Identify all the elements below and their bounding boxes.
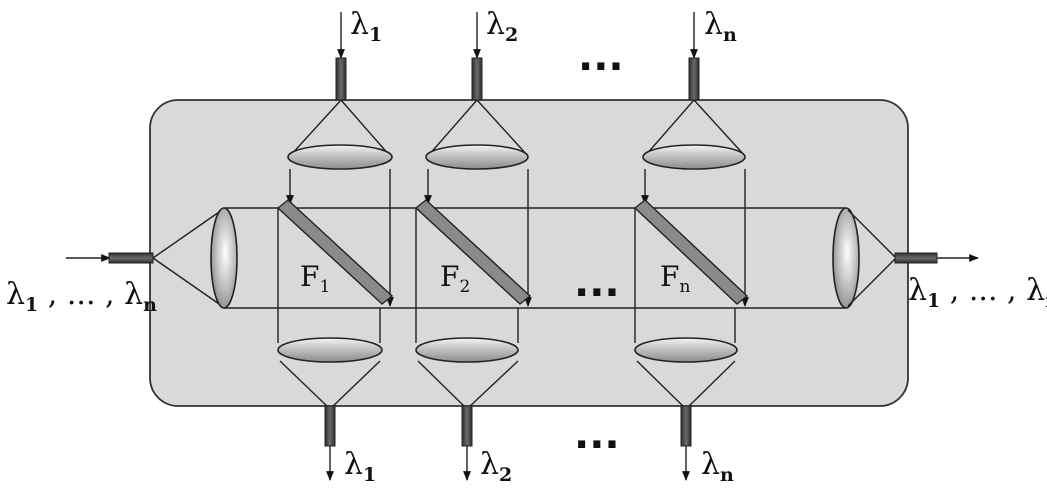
- input-collimating-lens: [210, 207, 238, 309]
- output-focusing-lens: [832, 207, 860, 309]
- middle-ellipsis: ...: [574, 260, 620, 306]
- device-housing: [149, 99, 909, 407]
- chn-filter: [633, 199, 749, 305]
- input-fiber: [108, 252, 154, 264]
- output-cone-lower: [847, 257, 897, 307]
- channel-n: [633, 12, 749, 481]
- input-cone-upper: [152, 209, 223, 259]
- bottom-ellipsis: ...: [574, 412, 620, 458]
- ch1-bottom-fiber: [324, 405, 336, 447]
- ch1-top-fiber: [335, 57, 347, 101]
- ch1-top-lens: [287, 144, 393, 170]
- channel-1: [276, 12, 394, 481]
- ch1-filter: [276, 199, 394, 305]
- filter-label-2: F2: [440, 260, 470, 297]
- input-cone-lower: [152, 257, 223, 307]
- top-label-2: λ2: [486, 7, 518, 46]
- top-label-1: λ1: [350, 7, 382, 46]
- bottom-label-n: λn: [701, 447, 734, 486]
- ch1-bottom-lens: [277, 337, 383, 363]
- output-cone-upper: [847, 209, 897, 259]
- filter-label-1: F1: [300, 260, 330, 297]
- output-fiber: [894, 252, 938, 264]
- chn-top-fiber: [688, 57, 700, 101]
- bottom-label-1: λ1: [344, 447, 376, 486]
- chn-bottom-fiber: [680, 405, 692, 447]
- bottom-label-2: λ2: [480, 447, 512, 486]
- output-multiplex-label: λ1 , ... , λn: [908, 273, 1047, 312]
- chn-bottom-lens: [634, 337, 738, 363]
- ch2-filter: [414, 199, 532, 305]
- top-ellipsis: ...: [578, 34, 624, 80]
- channel-2: [414, 12, 532, 481]
- ch2-bottom-fiber: [461, 405, 473, 447]
- top-label-n: λn: [704, 7, 737, 46]
- ch2-top-lens: [425, 144, 529, 170]
- ch2-bottom-lens: [415, 337, 519, 363]
- input-multiplex-label: λ1 , ... , λn: [6, 277, 157, 316]
- ch2-top-fiber: [471, 57, 483, 101]
- chn-top-lens: [642, 144, 746, 170]
- filter-label-n: Fn: [660, 260, 690, 297]
